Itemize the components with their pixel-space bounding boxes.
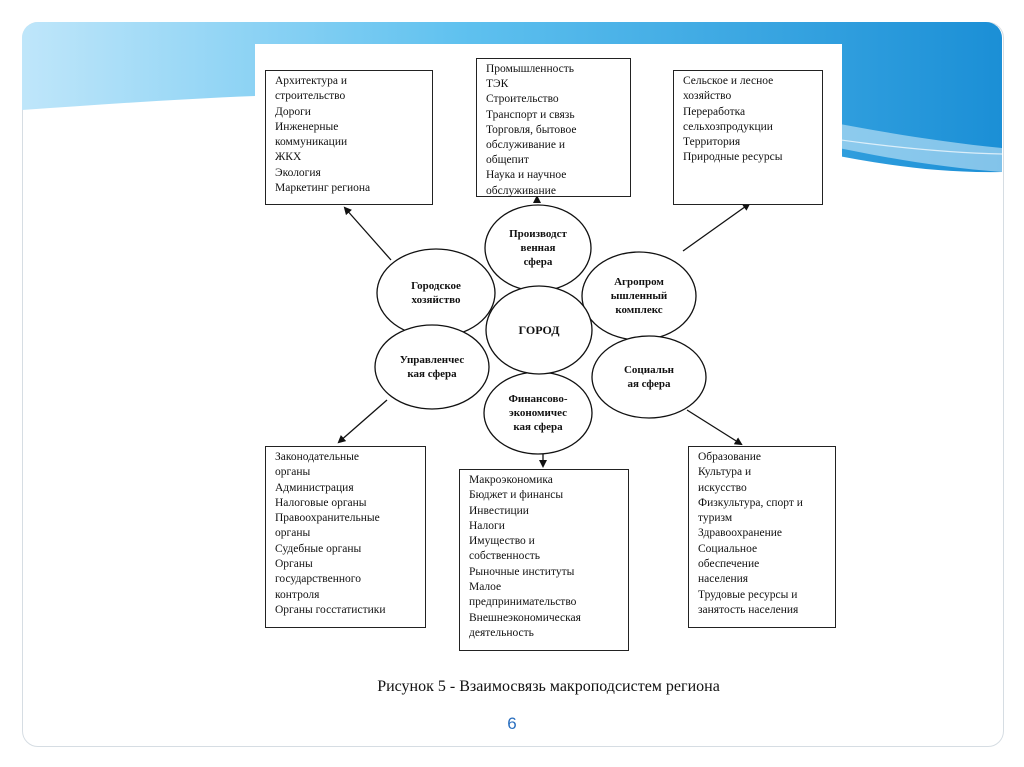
figure-caption: Рисунок 5 - Взаимосвязь макроподсистем р…	[377, 678, 720, 695]
arrow-management	[337, 399, 388, 444]
arrow-social	[686, 409, 743, 446]
node-label-center: ГОРОД	[518, 323, 560, 337]
arrow-urban	[343, 206, 392, 261]
node-ellipse-social	[591, 335, 707, 419]
diagram-connectors	[337, 195, 751, 468]
arrow-agro	[682, 202, 751, 252]
node-ellipse-management	[374, 324, 490, 410]
node-ellipse-center	[485, 285, 593, 375]
page-number: 6	[507, 714, 517, 733]
